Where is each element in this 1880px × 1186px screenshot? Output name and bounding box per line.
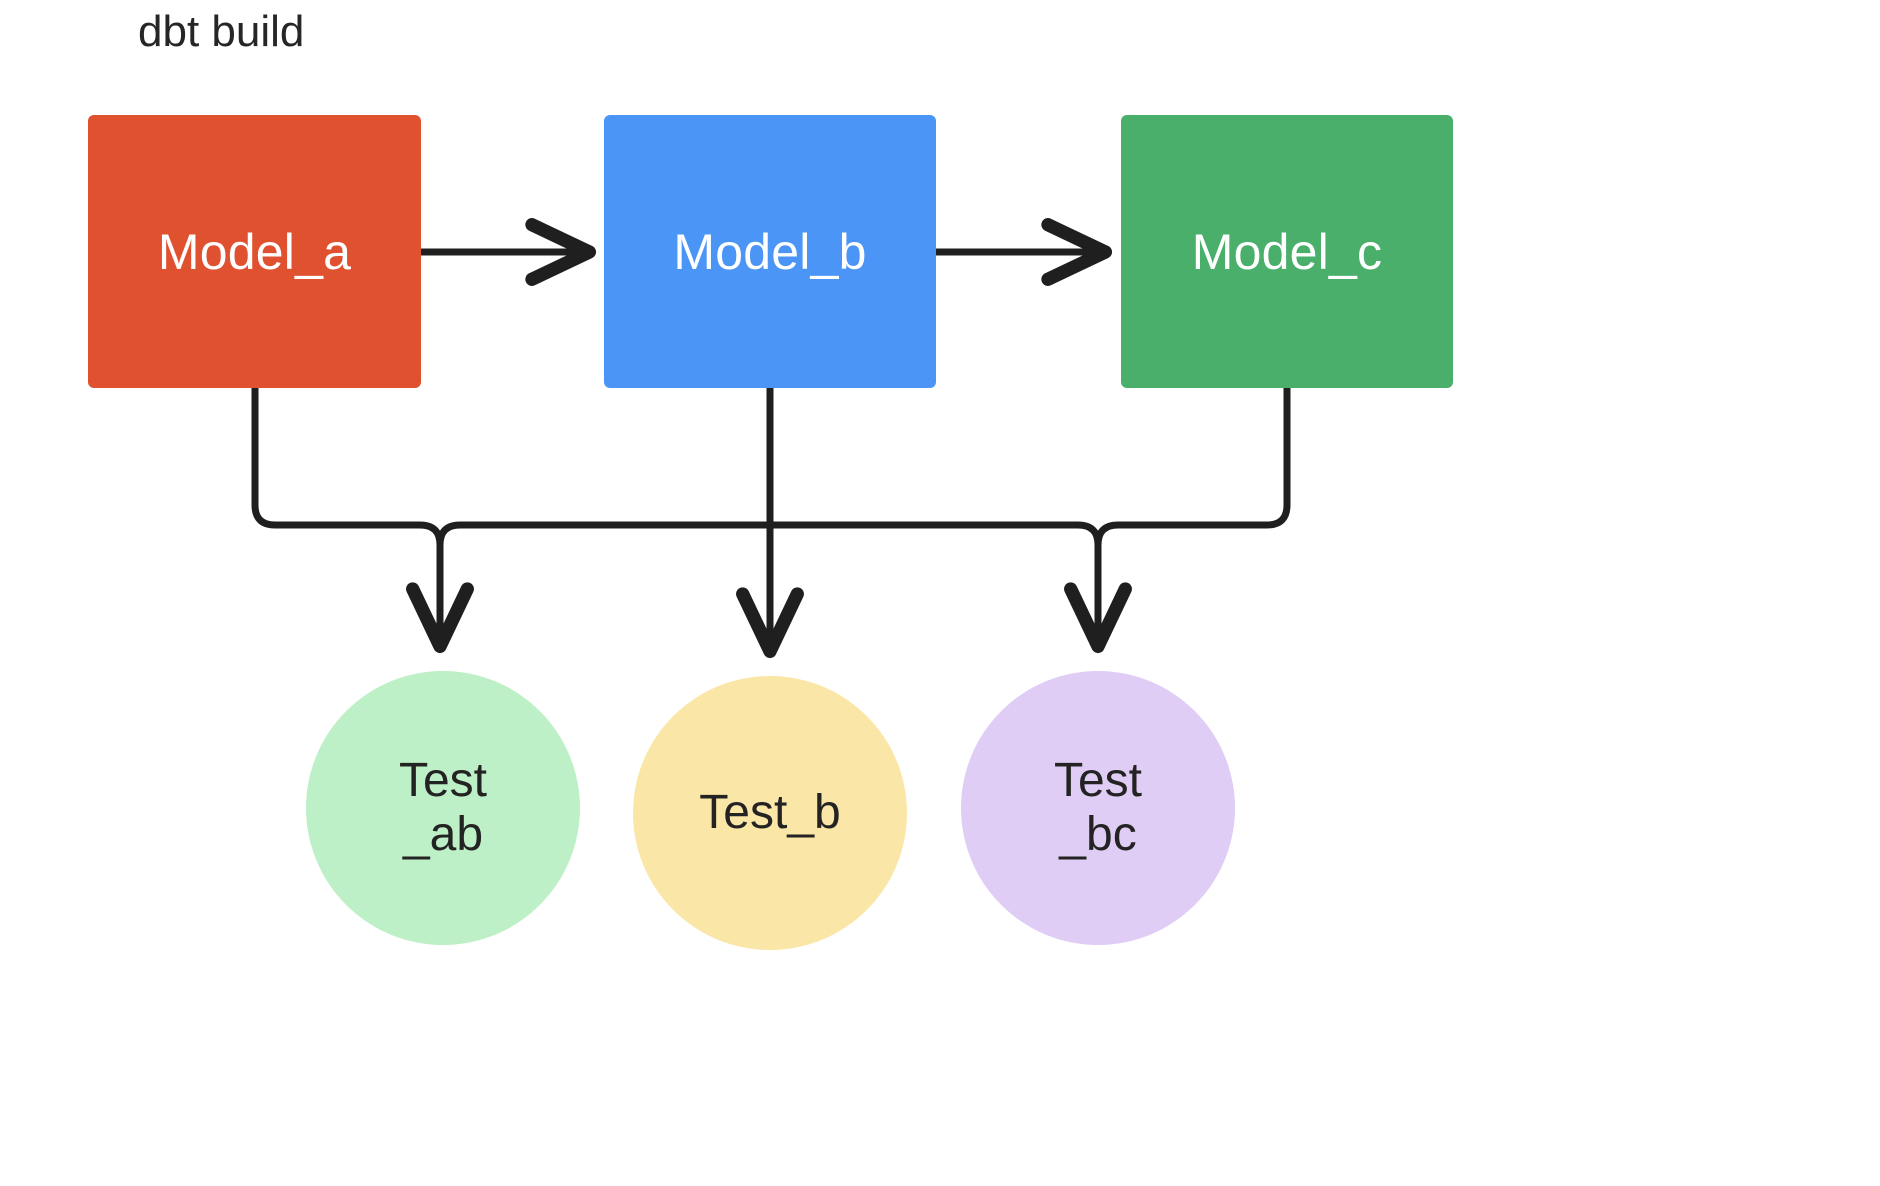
- edge-model-c-to-test-bc: [1094, 384, 1291, 604]
- node-test-bc[interactable]: Test _bc: [961, 671, 1235, 945]
- page-title: dbt build: [138, 7, 305, 56]
- node-test-ab[interactable]: Test _ab: [306, 671, 580, 945]
- node-model-b-label: Model_b: [673, 223, 867, 280]
- node-model-b[interactable]: Model_b: [604, 115, 936, 388]
- node-model-a[interactable]: Model_a: [88, 115, 421, 388]
- node-model-c-label: Model_c: [1191, 223, 1383, 280]
- edge-model-b-to-test-ab: [436, 521, 774, 604]
- node-test-b-label: Test_b: [699, 786, 841, 840]
- edge-model-a-to-test-ab: [251, 384, 474, 654]
- edge-model-b-to-test-bc: [766, 521, 1132, 654]
- node-model-a-label: Model_a: [157, 223, 352, 280]
- node-test-b[interactable]: Test_b: [633, 676, 907, 950]
- node-test-ab-label: Test _ab: [398, 754, 488, 861]
- node-test-bc-label: Test _bc: [1053, 754, 1143, 861]
- node-model-c[interactable]: Model_c: [1121, 115, 1453, 388]
